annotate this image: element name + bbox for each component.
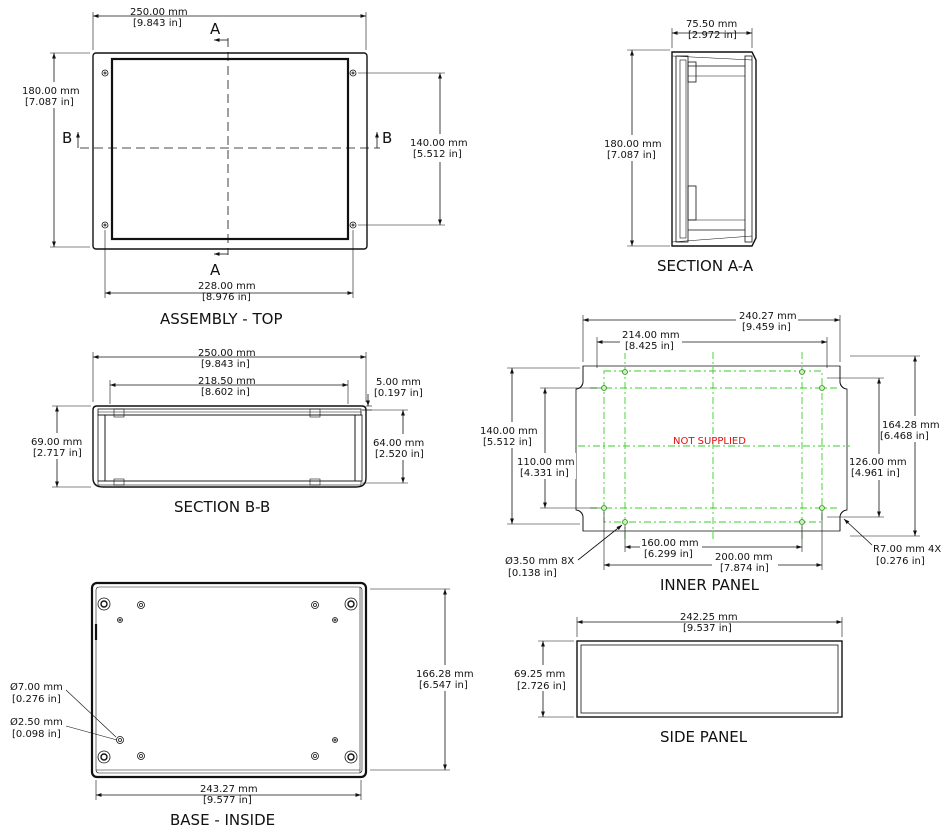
inner-panel-height-mm: 164.28 mm	[882, 420, 940, 431]
assembly-width-mm: 250.00 mm	[130, 7, 188, 18]
base-boss-mm: Ø7.00 mm	[10, 681, 63, 693]
inner-panel-left-height-in: [5.512 in]	[483, 437, 532, 448]
section-bb-inner-width-mm: 218.50 mm	[198, 376, 256, 387]
inner-panel-width-mm: 240.27 mm	[739, 311, 797, 322]
base-width-mm: 243.27 mm	[200, 784, 258, 795]
assembly-top-title: ASSEMBLY - TOP	[160, 310, 283, 328]
section-aa-title: SECTION A-A	[657, 257, 754, 275]
section-aa-height-in: [7.087 in]	[607, 150, 656, 161]
section-bb-wall-in: [0.197 in]	[374, 388, 423, 399]
inner-panel-left-height-mm: 140.00 mm	[480, 426, 538, 437]
section-b-label-right: B	[382, 129, 392, 147]
assembly-width-in: [9.843 in]	[133, 18, 182, 29]
inner-panel-width-in: [9.459 in]	[742, 322, 791, 333]
inner-panel-hole-in: [0.138 in]	[508, 568, 557, 579]
section-bb-inner-width-in: [8.602 in]	[201, 387, 250, 398]
section-aa-width-in: [2.972 in]	[688, 30, 737, 41]
section-bb-wall-mm: 5.00 mm	[376, 377, 421, 388]
base-hole-in: [0.098 in]	[12, 729, 61, 740]
base-width-in: [9.577 in]	[203, 795, 252, 806]
inner-panel-inner-right-height-in: [4.961 in]	[851, 468, 900, 479]
inner-panel-inner-right-height-mm: 126.00 mm	[849, 457, 907, 468]
section-b-label-left: B	[62, 129, 72, 147]
assembly-height-mm: 180.00 mm	[22, 86, 80, 97]
inner-panel-inner-left-height-in: [4.331 in]	[520, 468, 569, 479]
inner-panel-title: INNER PANEL	[660, 576, 760, 594]
side-panel-height-mm: 69.25 mm	[514, 669, 565, 680]
side-panel-width-in: [9.537 in]	[683, 623, 732, 634]
assembly-top-view: A A B B 250.00 mm [9.843 in] 180.00 mm […	[20, 7, 472, 328]
inner-panel-top-width-in: [8.425 in]	[625, 341, 674, 352]
base-height-in: [6.547 in]	[419, 680, 468, 691]
inner-panel-radius-in: [0.276 in]	[876, 556, 925, 567]
inner-panel-hole-mm: Ø3.50 mm 8X	[505, 555, 574, 567]
inner-panel-bottom-outer-mm: 200.00 mm	[715, 552, 773, 563]
side-panel-title: SIDE PANEL	[660, 728, 748, 746]
section-bb-width-mm: 250.00 mm	[198, 348, 256, 359]
inner-panel-bottom-inner-mm: 160.00 mm	[641, 538, 699, 549]
assembly-hole-vertical-in: [5.512 in]	[413, 149, 462, 160]
section-bb-inner-height-mm: 64.00 mm	[373, 438, 424, 449]
base-inside-title: BASE - INSIDE	[170, 811, 275, 829]
assembly-hole-horizontal-in: [8.976 in]	[202, 292, 251, 303]
inner-panel-bottom-outer-in: [7.874 in]	[720, 563, 769, 574]
section-a-label-bottom: A	[210, 261, 221, 279]
inner-panel-inner-left-height-mm: 110.00 mm	[517, 457, 575, 468]
section-bb-height-mm: 69.00 mm	[31, 437, 82, 448]
section-bb-title: SECTION B-B	[174, 498, 270, 516]
section-bb-width-in: [9.843 in]	[201, 359, 250, 370]
section-bb-height-in: [2.717 in]	[33, 448, 82, 459]
section-aa-height-mm: 180.00 mm	[604, 139, 662, 150]
section-bb-view: 250.00 mm [9.843 in] 218.50 mm [8.602 in…	[30, 348, 428, 516]
inner-panel-top-width-mm: 214.00 mm	[622, 330, 680, 341]
inner-panel-view: NOT SUPPLIED 240.27 mm [9.459 in] 214.00…	[479, 311, 944, 594]
base-inside-view: Ø7.00 mm [0.276 in] Ø2.50 mm [0.098 in] …	[10, 581, 478, 829]
assembly-hole-horizontal-mm: 228.00 mm	[198, 281, 256, 292]
section-a-label-top: A	[210, 20, 221, 38]
side-panel-view: 242.25 mm [9.537 in] 69.25 mm [2.726 in]…	[514, 612, 843, 746]
inner-panel-radius-mm: R7.00 mm 4X	[873, 544, 941, 555]
base-height-mm: 166.28 mm	[416, 669, 474, 680]
side-panel-height-in: [2.726 in]	[517, 681, 566, 692]
inner-panel-note: NOT SUPPLIED	[673, 436, 746, 447]
assembly-height-in: [7.087 in]	[25, 97, 74, 108]
section-aa-width-mm: 75.50 mm	[686, 19, 737, 30]
section-aa-view: 75.50 mm [2.972 in] 180.00 mm [7.087 in]…	[602, 19, 757, 275]
inner-panel-height-in: [6.468 in]	[880, 431, 929, 442]
base-hole-mm: Ø2.50 mm	[10, 716, 63, 728]
side-panel-width-mm: 242.25 mm	[680, 612, 738, 623]
base-boss-in: [0.276 in]	[12, 694, 61, 705]
assembly-hole-vertical-mm: 140.00 mm	[410, 138, 468, 149]
section-bb-inner-height-in: [2.520 in]	[375, 449, 424, 460]
inner-panel-bottom-inner-in: [6.299 in]	[644, 549, 693, 560]
